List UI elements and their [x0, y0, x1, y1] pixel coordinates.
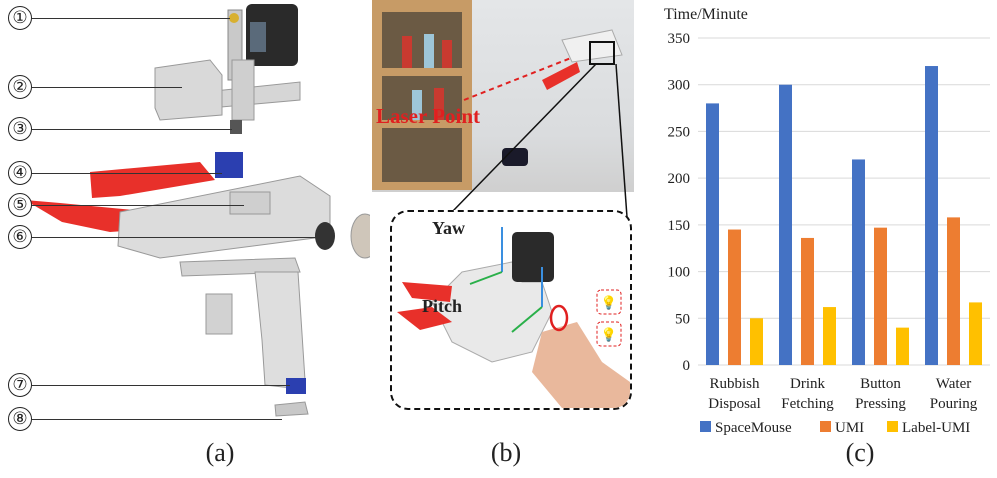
callout-leader-6 [32, 237, 322, 239]
legend-label: Label-UMI [902, 420, 970, 436]
category-label: Fetching [781, 396, 834, 412]
bar-labelumi-1 [823, 307, 836, 365]
legend-label: SpaceMouse [715, 420, 792, 436]
category-label: Water [936, 376, 971, 392]
category-label: Pouring [930, 396, 978, 412]
bar-spacemouse-0 [706, 103, 719, 366]
scene-illustration [372, 0, 623, 190]
yaw-label: Yaw [432, 218, 466, 238]
y-tick-labels: 0 50 100 150 200 250 300 350 [668, 31, 691, 374]
bar-spacemouse-2 [852, 159, 865, 365]
y-tick-label: 350 [668, 31, 691, 47]
y-tick-label: 0 [683, 358, 691, 374]
callout-leader-2 [32, 87, 182, 89]
svg-text:💡: 💡 [601, 295, 617, 310]
lens-ring-illustration [315, 213, 370, 259]
legend-swatch [820, 421, 831, 432]
panel-b-caption: (b) [490, 438, 522, 467]
callout-leader-3 [32, 129, 232, 131]
legend-swatch [700, 421, 711, 432]
legend-swatch [887, 421, 898, 432]
bar-labelumi-2 [896, 327, 909, 365]
laser-point-label: Laser Point [376, 104, 481, 128]
bar-spacemouse-1 [779, 84, 792, 365]
callout-leader-7 [32, 385, 290, 387]
scene-photo: Laser Point [372, 0, 634, 192]
y-tick-label: 100 [668, 265, 691, 281]
bar-labelumi-3 [969, 302, 982, 365]
exploded-device-illustration [25, 4, 370, 417]
grid-layer [698, 37, 990, 366]
callout-4: ④ [8, 161, 32, 185]
svg-text:💡: 💡 [601, 327, 617, 342]
callout-leader-8 [32, 419, 282, 421]
bar-umi-2 [874, 227, 887, 365]
bar-labelumi-0 [750, 318, 763, 365]
callout-5: ⑤ [8, 193, 32, 217]
bars-layer [706, 66, 982, 366]
legend-label: UMI [835, 420, 864, 436]
callout-1: ① [8, 6, 32, 30]
category-label: Button [860, 376, 901, 392]
chart-legend: SpaceMouse UMI Label-UMI [700, 420, 970, 436]
callout-3: ③ [8, 117, 32, 141]
bar-umi-3 [947, 217, 960, 365]
category-label: Drink [790, 376, 825, 392]
callout-7: ⑦ [8, 373, 32, 397]
callout-6: ⑥ [8, 225, 32, 249]
callout-leader-1 [32, 18, 230, 20]
panel-a-caption: (a) [205, 438, 235, 467]
zoom-inset: 💡 💡 Yaw Pitch [390, 210, 632, 410]
zoom-connector-lines [451, 63, 628, 218]
callout-leader-4 [32, 173, 222, 175]
callout-leader-5 [32, 205, 244, 207]
y-tick-label: 250 [668, 124, 691, 140]
screw-illustration [230, 120, 242, 134]
callout-2: ② [8, 75, 32, 99]
category-label: Disposal [708, 396, 761, 412]
mount-plate-illustration [154, 59, 255, 121]
y-axis-title: Time/Minute [664, 6, 748, 23]
category-label: Pressing [855, 396, 906, 412]
y-tick-label: 200 [668, 171, 691, 187]
pitch-label: Pitch [422, 296, 462, 316]
panel-b-photo: Laser Point 💡 💡 Yaw Pitch (b) [372, 0, 640, 478]
bar-umi-1 [801, 237, 814, 365]
callout-8: ⑧ [8, 407, 32, 431]
y-tick-label: 150 [668, 218, 691, 234]
y-tick-label: 50 [675, 311, 690, 327]
panel-c-caption: (c) [845, 438, 875, 467]
y-tick-label: 300 [668, 78, 691, 94]
panel-a-exploded-view: ① ② ③ ④ ⑤ ⑥ ⑦ ⑧ (a) [0, 0, 370, 478]
bar-spacemouse-3 [925, 66, 938, 366]
category-label: Rubbish [709, 376, 760, 392]
handle-illustration [179, 257, 309, 417]
handheld-device-illustration: 💡 💡 [397, 227, 630, 408]
bar-umi-0 [728, 229, 741, 365]
